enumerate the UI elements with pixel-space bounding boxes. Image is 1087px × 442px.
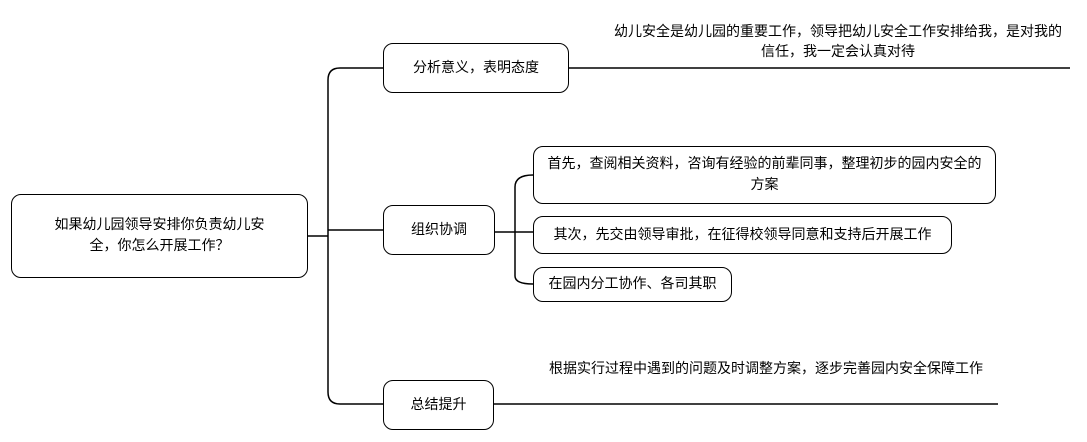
root-node: 如果幼儿园领导安排你负责幼儿安全，你怎么开展工作？ — [11, 194, 308, 278]
organize-child-2-text: 其次，先交由领导审批，在征得校领导同意和支持后开展工作 — [553, 226, 932, 243]
organize-child-3: 在园内分工协作、各司其职 — [533, 267, 732, 302]
branch-summary-note: 根据实行过程中遇到的问题及时调整方案，逐步完善园内安全保障工作 — [549, 361, 983, 377]
branch-analysis-note: 幼儿安全是幼儿园的重要工作，领导把幼儿安全工作安排给我，是对我的信任，我一定会认… — [614, 24, 1062, 60]
organize-child-1: 首先，查阅相关资料，咨询有经验的前辈同事，整理初步的园内安全的方案 — [533, 146, 996, 204]
root-text: 如果幼儿园领导安排你负责幼儿安全，你怎么开展工作？ — [54, 217, 265, 254]
branch-summary-label: 总结提升 — [410, 396, 467, 413]
branch-organize-label: 组织协调 — [411, 221, 467, 238]
branch-summary-node: 总结提升 — [383, 380, 494, 430]
organize-child-2: 其次，先交由领导审批，在征得校领导同意和支持后开展工作 — [533, 216, 952, 254]
branch-analysis-node: 分析意义，表明态度 — [383, 43, 569, 93]
organize-child-1-text: 首先，查阅相关资料，咨询有经验的前辈同事，整理初步的园内安全的方案 — [547, 156, 982, 193]
branch-analysis-label: 分析意义，表明态度 — [413, 59, 539, 76]
organize-child-3-text: 在园内分工协作、各司其职 — [548, 276, 717, 292]
branch-organize-node: 组织协调 — [383, 205, 495, 255]
